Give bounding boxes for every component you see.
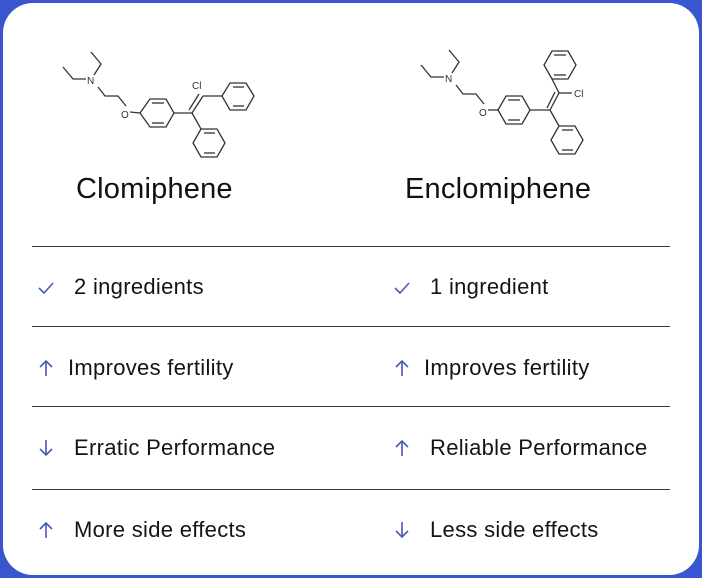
row-text: Less side effects — [430, 517, 599, 542]
drug-name-clomiphene: Clomiphene — [76, 173, 233, 205]
row-text: Improves fertility — [424, 355, 590, 380]
svg-text:Cl: Cl — [192, 81, 201, 92]
list-item: Improves fertility — [36, 355, 234, 381]
clomiphene-structure-icon: N O Cl — [62, 51, 255, 158]
divider — [32, 406, 670, 407]
list-item: More side effects — [36, 517, 246, 543]
drug-name-enclomiphene: Enclomiphene — [405, 173, 592, 205]
arrow-down-icon — [36, 437, 56, 459]
row-text: Reliable Performance — [430, 435, 648, 460]
arrow-down-icon — [392, 519, 412, 541]
list-item: Erratic Performance — [36, 435, 275, 461]
row-text: 2 ingredients — [74, 274, 204, 299]
divider — [32, 246, 670, 247]
svg-text:N: N — [445, 74, 452, 85]
arrow-up-icon — [392, 437, 412, 459]
check-icon — [392, 276, 412, 298]
list-item: Less side effects — [392, 517, 599, 543]
list-item: 1 ingredient — [392, 274, 549, 300]
svg-text:Cl: Cl — [574, 89, 583, 100]
row-text: More side effects — [74, 517, 247, 542]
row-text: Improves fertility — [68, 355, 234, 380]
arrow-up-icon — [392, 357, 412, 379]
arrow-up-icon — [36, 519, 56, 541]
divider — [32, 326, 670, 327]
list-item: Reliable Performance — [392, 435, 648, 461]
check-icon — [36, 276, 56, 298]
divider — [32, 489, 670, 490]
list-item: Improves fertility — [392, 355, 590, 381]
list-item: 2 ingredients — [36, 274, 204, 300]
enclomiphene-structure-icon: N O Cl — [420, 49, 584, 155]
arrow-up-icon — [36, 357, 56, 379]
svg-text:O: O — [121, 110, 129, 121]
row-text: 1 ingredient — [430, 274, 549, 299]
svg-text:O: O — [479, 108, 487, 119]
svg-text:N: N — [87, 76, 94, 87]
row-text: Erratic Performance — [74, 435, 276, 460]
comparison-card: N O Cl Clomiphene — [3, 3, 699, 575]
